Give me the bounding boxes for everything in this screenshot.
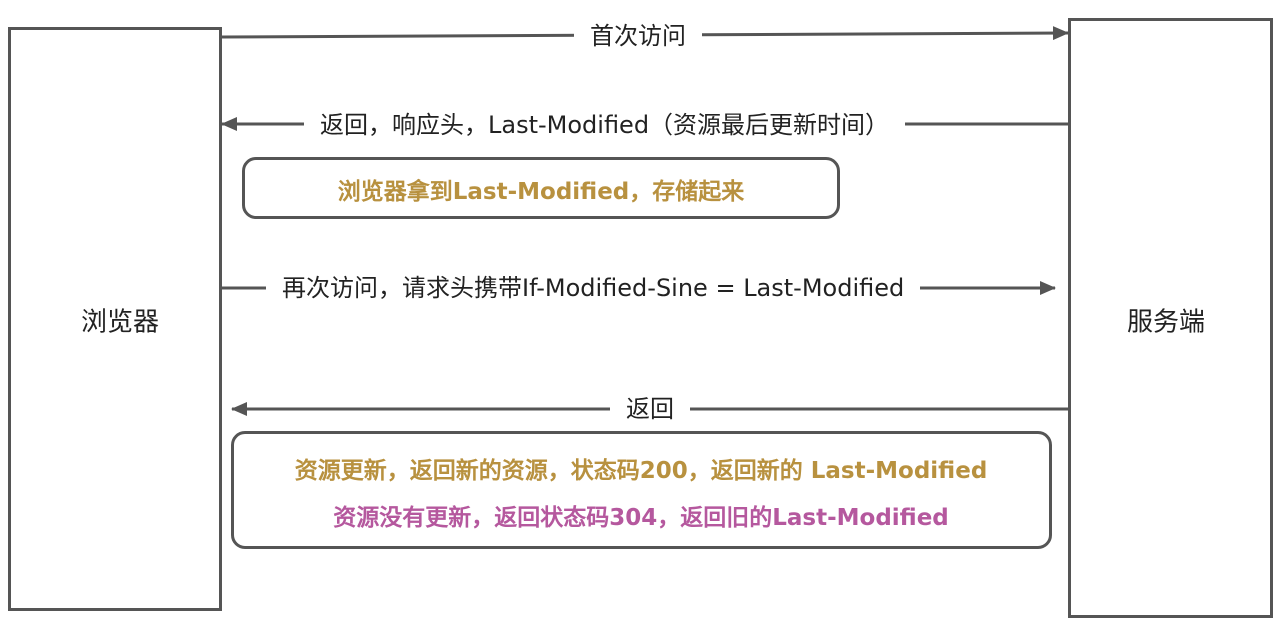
updated-note-text: 资源更新，返回新的资源，状态码200，返回新的 Last-Modified: [294, 458, 988, 484]
first-visit-label: 首次访问: [574, 21, 702, 51]
server-box: [1068, 18, 1273, 618]
browser-label: 浏览器: [80, 307, 160, 338]
browser-box: [8, 27, 222, 611]
not-updated-note-text: 资源没有更新，返回状态码304，返回旧的Last-Modified: [333, 505, 949, 531]
outcome-note-box: [231, 431, 1052, 549]
server-label: 服务端: [1126, 307, 1206, 338]
return-label: 返回: [610, 394, 690, 424]
response-label: 返回，响应头，Last-Modified（资源最后更新时间）: [304, 110, 906, 140]
second-visit-label: 再次访问，请求头携带If-Modified-Sine = Last-Modifi…: [266, 273, 921, 303]
store-note-text: 浏览器拿到Last-Modified，存储起来: [337, 179, 745, 205]
store-note-box: [242, 157, 840, 219]
